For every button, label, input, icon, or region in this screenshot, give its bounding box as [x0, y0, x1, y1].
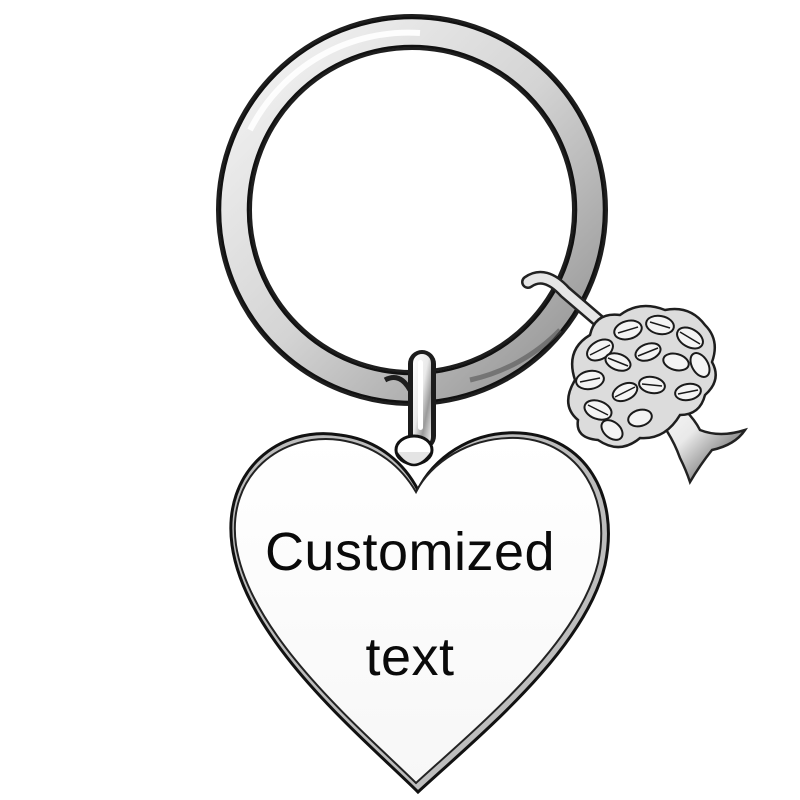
tree-of-life-icon — [567, 304, 749, 486]
charm-jump-ring — [521, 270, 607, 329]
tag-jump-ring — [383, 350, 436, 450]
split-key-ring — [216, 14, 608, 406]
engraving-line-1: Customized — [264, 522, 556, 582]
heart-tag — [229, 431, 610, 795]
engraving-line-2: text — [365, 627, 455, 687]
